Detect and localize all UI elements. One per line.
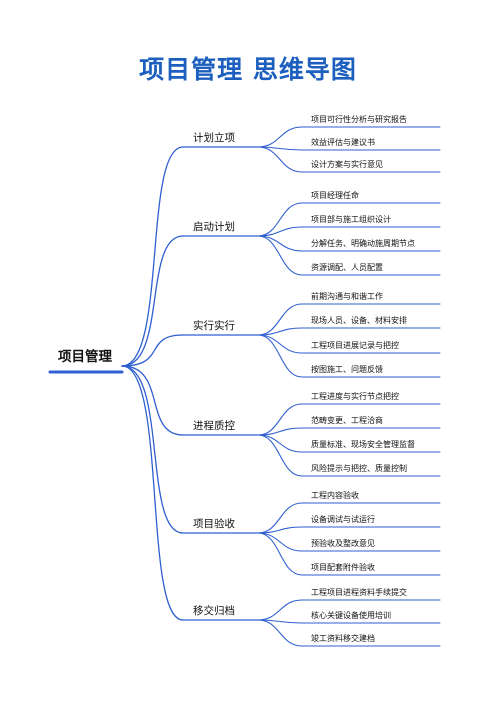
root-node-label: 项目管理	[58, 349, 112, 365]
branch-to-leaf-connector	[257, 334, 303, 354]
leaf-label: 按图施工、问题反馈	[311, 365, 383, 374]
leaf-label: 工程项目进展记录与把控	[311, 341, 399, 350]
leaf-label: 预验收及整改意见	[311, 539, 375, 548]
root-to-branch-connector	[121, 365, 184, 436]
leaf-label: 分解任务、明确动施周期节点	[311, 239, 415, 248]
branch-to-leaf-connector	[257, 126, 303, 148]
leaf-label: 项目可行性分析与研究报告	[311, 115, 407, 124]
branch-label: 进程质控	[193, 420, 235, 432]
branch-to-leaf-connector	[257, 532, 303, 552]
leaf-label: 质量标准、现场安全管理监督	[311, 440, 415, 449]
branch-to-leaf-connector	[257, 434, 303, 453]
branch-label: 移交归档	[193, 605, 235, 617]
branch-to-leaf-connector	[257, 235, 303, 252]
branch-to-leaf-connector	[257, 202, 303, 237]
leaf-label: 设计方案与实行意见	[311, 160, 383, 169]
leaf-label: 风险提示与把控、质量控制	[311, 464, 407, 473]
leaf-label: 项目配套附件验收	[311, 563, 375, 572]
root-to-branch-connector	[121, 365, 184, 621]
branch-to-leaf-connector	[257, 235, 303, 276]
leaf-label: 前期沟通与和谐工作	[311, 292, 383, 301]
leaf-label: 资源调配、人员配置	[311, 263, 383, 272]
branch-to-leaf-connector	[257, 599, 303, 621]
leaf-label: 工程项目进程资料手续提交	[311, 588, 407, 597]
branch-to-leaf-connector	[257, 434, 303, 477]
leaf-label: 项目部与施工组织设计	[311, 215, 391, 224]
branch-label: 实行实行	[193, 320, 235, 332]
leaf-label: 工程进度与实行节点把控	[311, 392, 399, 401]
root-to-branch-connector	[121, 365, 184, 534]
leaf-label: 工程内容验收	[311, 491, 359, 500]
leaf-label: 效益评估与建议书	[311, 138, 375, 147]
branch-label: 启动计划	[193, 221, 235, 233]
root-to-branch-connector	[121, 235, 184, 367]
page-title: 项目管理 思维导图	[139, 55, 357, 84]
branch-to-leaf-connector	[257, 403, 303, 436]
leaf-label: 竣工资料移交建档	[311, 634, 375, 643]
branch-to-leaf-connector	[257, 502, 303, 534]
leaf-label: 设备调试与试运行	[311, 515, 375, 524]
branch-to-leaf-connector	[257, 532, 303, 576]
root-to-branch-connector	[121, 334, 184, 367]
branch-label: 项目验收	[193, 518, 235, 530]
leaf-label: 范畴变更、工程洽商	[311, 416, 383, 425]
branch-to-leaf-connector	[257, 146, 303, 173]
leaf-label: 项目经理任命	[311, 191, 359, 200]
branch-to-leaf-connector	[257, 303, 303, 336]
branch-to-leaf-connector	[257, 334, 303, 378]
branch-label: 计划立项	[193, 132, 235, 144]
branch-to-leaf-connector	[257, 619, 303, 647]
leaf-label: 现场人员、设备、材料安排	[311, 316, 407, 325]
leaf-label: 核心关键设备使用培训	[311, 611, 391, 620]
root-to-branch-connector	[121, 146, 184, 367]
